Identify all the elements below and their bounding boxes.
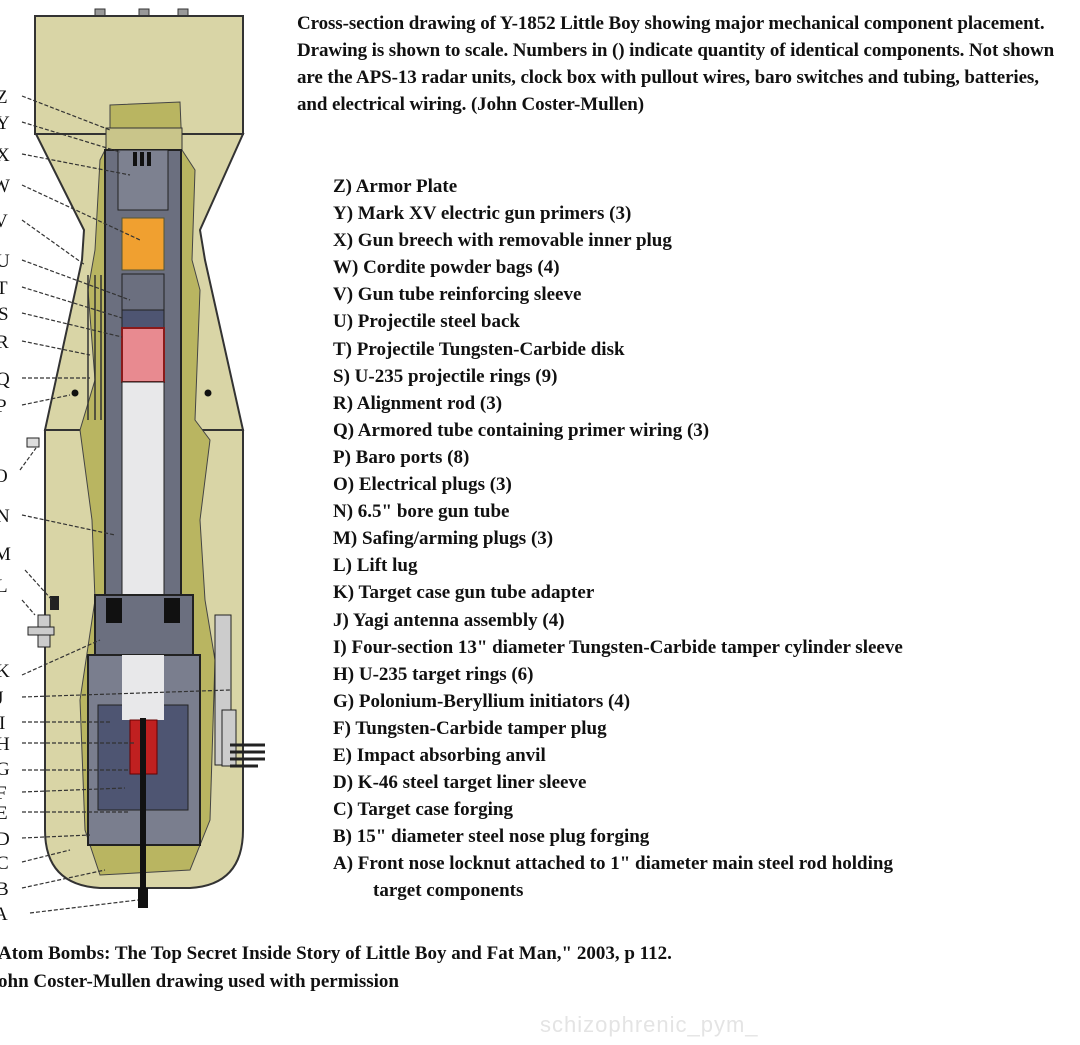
electrical-plug (26, 437, 40, 448)
legend-item: W) Cordite powder bags (4) (333, 257, 560, 279)
legend-item: O) Electrical plugs (3) (333, 474, 512, 496)
letter-w: W (0, 176, 10, 197)
little-boy-cross-section: Z Y X W V U T S R Q P O N M L K J I H G … (0, 8, 265, 925)
letter-k: K (0, 661, 10, 682)
letter-x: X (0, 145, 10, 166)
letter-u: U (0, 251, 10, 272)
letter-h: H (0, 734, 10, 755)
legend-item: Q) Armored tube containing primer wiring… (333, 419, 710, 441)
baro-port (71, 389, 79, 397)
leader-lines (19, 95, 231, 914)
legend-item: J) Yagi antenna assembly (4) (333, 609, 565, 631)
letter-j: J (0, 688, 3, 709)
nose-locknut (138, 888, 148, 908)
source-citation: Atom Bombs: The Top Secret Inside Story … (0, 940, 672, 996)
source-line-2: ohn Coster-Mullen drawing used with perm… (0, 971, 399, 992)
letter-p: P (0, 396, 7, 417)
cordite-powder-bags (121, 217, 165, 271)
letter-i: I (0, 713, 5, 734)
letter-n: N (0, 506, 10, 527)
letter-l: L (0, 576, 8, 597)
armor-plate (105, 127, 183, 151)
legend-item: X) Gun breech with removable inner plug (333, 230, 672, 252)
source-line-1: Atom Bombs: The Top Secret Inside Story … (0, 943, 672, 964)
legend-item: G) Polonium-Beryllium initiators (4) (333, 690, 631, 712)
letter-o: O (0, 466, 8, 487)
projectile-steel-back (121, 273, 165, 311)
legend-item: E) Impact absorbing anvil (333, 744, 546, 766)
letter-s: S (0, 304, 9, 325)
legend-item-continuation: target components (373, 880, 524, 902)
legend-item: M) Safing/arming plugs (3) (333, 528, 554, 550)
letter-g: G (0, 759, 10, 780)
main-steel-rod (140, 718, 146, 908)
letter-d: D (0, 829, 10, 850)
letter-b: B (0, 879, 9, 900)
letter-e: E (0, 803, 8, 824)
legend-item: A) Front nose locknut attached to 1" dia… (333, 853, 893, 875)
legend-item: U) Projectile steel back (333, 311, 520, 333)
legend-item: N) 6.5" bore gun tube (333, 501, 510, 523)
letter-y: Y (0, 113, 10, 134)
legend-item: F) Tungsten-Carbide tamper plug (333, 717, 607, 739)
legend-item: I) Four-section 13" diameter Tungsten-Ca… (333, 636, 903, 658)
legend-item: Z) Armor Plate (333, 176, 458, 197)
baro-port (204, 389, 212, 397)
watermark: schizophrenic_pym_ (540, 1012, 759, 1037)
legend-item: S) U-235 projectile rings (9) (333, 365, 558, 387)
legend-item: P) Baro ports (8) (333, 446, 470, 468)
target-bore (122, 655, 164, 720)
legend-item: K) Target case gun tube adapter (333, 582, 595, 604)
legend-item: Y) Mark XV electric gun primers (3) (333, 203, 632, 225)
letter-r: R (0, 332, 9, 353)
legend-item: V) Gun tube reinforcing sleeve (333, 284, 582, 306)
letter-m: M (0, 544, 11, 565)
legend-item: C) Target case forging (333, 799, 513, 821)
u235-projectile-rings (121, 327, 165, 383)
letter-v: V (0, 211, 8, 232)
letter-f: F (0, 783, 7, 804)
legend-item: H) U-235 target rings (6) (333, 663, 534, 685)
diagram-caption: Cross-section drawing of Y-1852 Little B… (297, 13, 1055, 115)
letter-c: C (0, 853, 9, 874)
legend-item: D) K-46 steel target liner sleeve (333, 772, 587, 794)
letter-t: T (0, 278, 8, 299)
legend-item: B) 15" diameter steel nose plug forging (333, 826, 650, 848)
lift-lug (27, 614, 55, 648)
legend-item: T) Projectile Tungsten-Carbide disk (333, 338, 625, 360)
component-letters: Z Y X W V U T S R Q P O N M L K J I H G … (0, 87, 11, 925)
legend-item: R) Alignment rod (3) (333, 392, 503, 414)
letter-q: Q (0, 369, 10, 390)
legend-item: L) Lift lug (333, 555, 418, 577)
letter-a: A (0, 904, 8, 925)
safing-plug (50, 596, 59, 610)
component-legend: Z) Armor Plate Y) Mark XV electric gun p… (333, 173, 903, 905)
alignment-rods (87, 275, 102, 420)
letter-z: Z (0, 87, 8, 108)
